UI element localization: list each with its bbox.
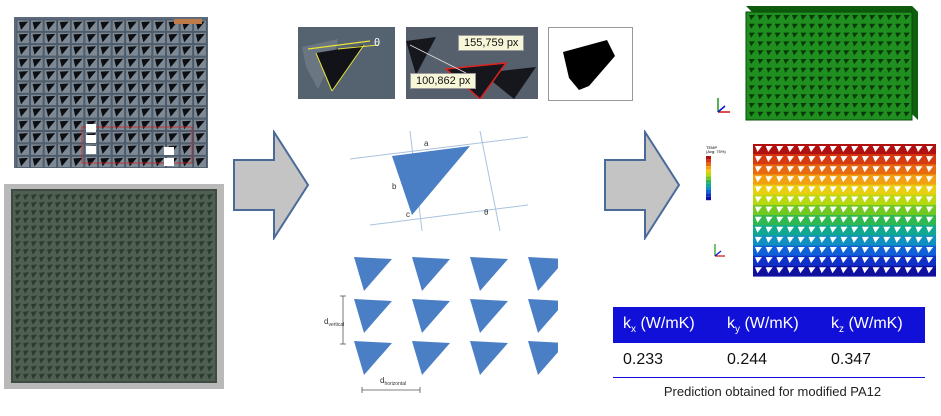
conductivity-table: kx (W/mK) ky (W/mK) kz (W/mK) 0.233 0.24… [613, 307, 925, 378]
binary-mask-shape [563, 40, 615, 90]
header-kz: kz (W/mK) [821, 307, 925, 343]
mesh-model [717, 6, 918, 121]
d-vertical-label: d [324, 317, 328, 326]
printed-sample-panel [4, 184, 224, 389]
value-kx: 0.233 [613, 343, 717, 378]
svg-text:dvertical: dvertical [324, 317, 344, 328]
binary-mask-panel [548, 27, 633, 101]
side-c-label: c [406, 210, 410, 219]
legend-subtitle: (Avg: 75%) [706, 149, 726, 154]
d-horizontal-label: d [380, 376, 384, 385]
angle-theta-label: θ [374, 37, 380, 49]
side-a-label: a [424, 139, 429, 148]
triangle-pattern: dvertical dhorizontal [318, 254, 558, 398]
temperature-contour: TEMP (Avg: 75%) [706, 144, 936, 277]
header-ky: ky (W/mK) [717, 307, 821, 343]
conductivity-value-row: 0.233 0.244 0.347 [613, 343, 925, 378]
geometry-diagram: a b c θ [350, 131, 528, 231]
value-kz: 0.347 [821, 343, 925, 378]
conductivity-header-row: kx (W/mK) ky (W/mK) kz (W/mK) [613, 307, 925, 343]
d-horizontal-sub: horizontal [384, 381, 406, 387]
printed-sample-image [4, 184, 224, 389]
header-kx: kx (W/mK) [613, 307, 717, 343]
micrograph-panel [14, 17, 208, 168]
value-ky: 0.244 [717, 343, 821, 378]
prediction-caption: Prediction obtained for modified PA12 [663, 384, 882, 399]
legend-title: TEMP [706, 145, 717, 150]
flow-arrow-1 [232, 130, 310, 240]
flow-arrow-2 [603, 130, 681, 240]
temperature-contour-panel: TEMP (Avg: 75%) [703, 138, 941, 280]
zoom-angle-photo: θ [298, 27, 395, 99]
angle-label: θ [484, 208, 489, 217]
zoom-pixel-photo: 155,759 px 100,862 px [406, 27, 538, 99]
pixel-area-label-2: 100,862 px [410, 73, 477, 89]
mesh-model-panel [708, 2, 922, 124]
pixel-area-label-1: 155,759 px [458, 35, 525, 51]
svg-text:dhorizontal: dhorizontal [380, 376, 406, 387]
micrograph-image [14, 17, 208, 168]
d-vertical-sub: vertical [328, 322, 344, 328]
side-b-label: b [392, 182, 397, 191]
